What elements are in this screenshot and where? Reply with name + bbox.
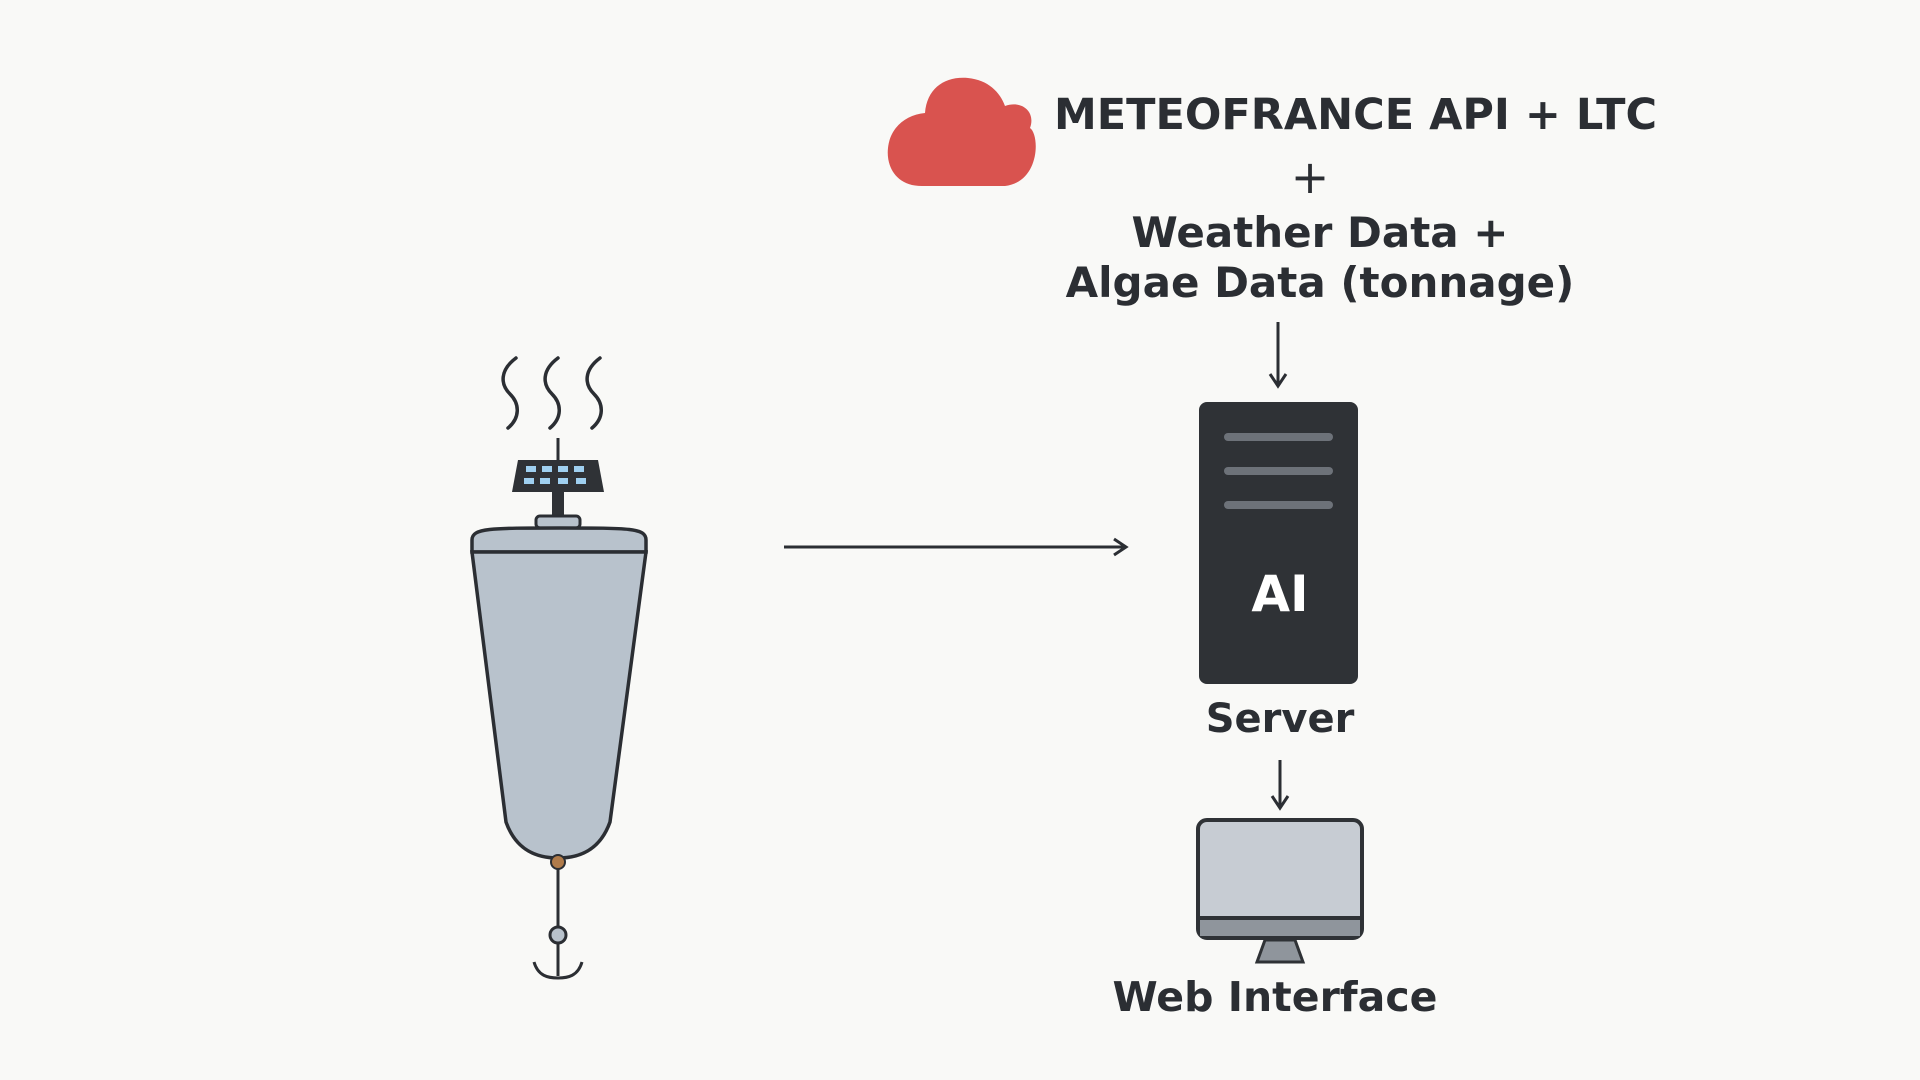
web-interface-label: Web Interface xyxy=(1112,973,1438,1021)
buoy-icon xyxy=(470,356,648,980)
source-title: METEOFRANCE API + LTC xyxy=(1054,90,1658,140)
solar-panel-icon xyxy=(512,460,604,492)
arrow-source-to-server xyxy=(1268,322,1288,389)
arrow-server-to-web xyxy=(1270,760,1290,811)
anchor-icon xyxy=(532,869,584,980)
server-label: Server xyxy=(1205,696,1355,742)
source-plus-sign: + xyxy=(1290,150,1330,204)
server-icon xyxy=(1199,402,1358,684)
source-data-label: Weather Data + Algae Data (tonnage) xyxy=(1065,208,1575,307)
arrow-buoy-to-server xyxy=(784,537,1129,557)
signal-waves-icon xyxy=(501,356,603,430)
server-ai-badge: AI xyxy=(1251,565,1309,623)
cloud-icon xyxy=(887,77,1036,186)
monitor-icon xyxy=(1196,818,1364,964)
